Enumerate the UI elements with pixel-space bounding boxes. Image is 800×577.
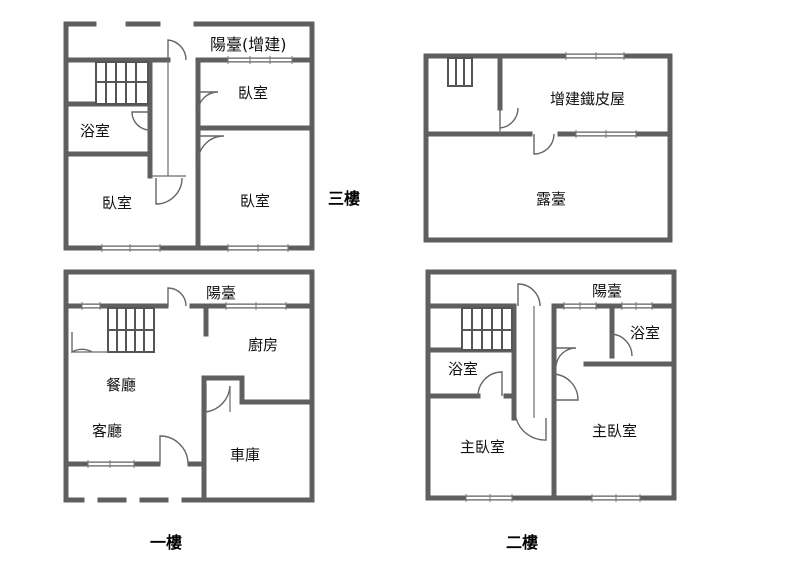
second-floor-plan: 陽臺 浴室 浴室 主臥室 主臥室 二樓 xyxy=(425,269,677,552)
window-icon xyxy=(621,302,653,310)
window-icon xyxy=(87,460,135,468)
window-icon xyxy=(225,302,287,310)
roof-floor-plan: 增建鐵皮屋 露臺 xyxy=(423,52,673,243)
window-icon xyxy=(591,494,641,502)
door-icon xyxy=(197,91,219,113)
window-icon xyxy=(81,302,101,310)
door-icon xyxy=(533,133,555,155)
room-label-iron-house: 增建鐵皮屋 xyxy=(550,90,625,108)
room-label-bedroom: 臥室 xyxy=(240,192,270,210)
room-label-bathroom: 浴室 xyxy=(630,324,660,342)
room-label-balcony: 陽臺 xyxy=(592,282,622,300)
floor-label-second: 二樓 xyxy=(506,533,538,552)
room-label-balcony: 陽臺(增建) xyxy=(210,35,287,54)
room-label-master-bedroom: 主臥室 xyxy=(460,438,505,456)
floor-label-first: 一樓 xyxy=(150,533,182,552)
door-icon xyxy=(499,107,519,129)
door-icon xyxy=(131,111,151,131)
window-icon xyxy=(575,130,637,138)
door-icon xyxy=(205,384,231,413)
room-label-terrace: 露臺 xyxy=(536,190,566,208)
window-icon xyxy=(101,244,161,252)
window-icon xyxy=(227,244,289,252)
room-label-garage: 車庫 xyxy=(230,446,260,464)
floor-label-third: 三樓 xyxy=(328,189,360,208)
room-label-balcony: 陽臺 xyxy=(206,284,236,302)
window-icon xyxy=(227,56,293,64)
room-label-kitchen: 廚房 xyxy=(248,336,278,354)
room-label-dining: 餐廳 xyxy=(106,376,136,394)
door-icon xyxy=(71,332,93,354)
staircase xyxy=(447,57,473,87)
door-icon xyxy=(167,39,187,61)
window-icon xyxy=(563,302,597,310)
room-label-bedroom: 臥室 xyxy=(238,84,268,102)
room-label-bathroom: 浴室 xyxy=(80,122,110,140)
room-label-master-bedroom: 主臥室 xyxy=(592,422,637,440)
room-label-living: 客廳 xyxy=(92,422,122,440)
door-icon xyxy=(553,373,579,401)
window-icon xyxy=(565,52,625,60)
room-label-bathroom: 浴室 xyxy=(448,360,478,378)
door-icon xyxy=(197,135,225,163)
door-icon xyxy=(517,283,541,307)
door-icon xyxy=(167,287,187,307)
door-icon xyxy=(555,347,577,367)
door-icon xyxy=(611,333,633,357)
third-floor-plan: 陽臺(增建) 臥室 浴室 臥室 臥室 三樓 xyxy=(63,21,360,252)
door-icon xyxy=(155,177,183,205)
door-icon xyxy=(515,417,547,441)
door-icon xyxy=(159,435,189,465)
first-floor-plan: 陽臺 廚房 餐廳 客廳 車庫 一樓 xyxy=(63,269,315,552)
room-label-bedroom: 臥室 xyxy=(102,194,132,212)
door-icon xyxy=(477,371,503,397)
window-icon xyxy=(465,494,513,502)
